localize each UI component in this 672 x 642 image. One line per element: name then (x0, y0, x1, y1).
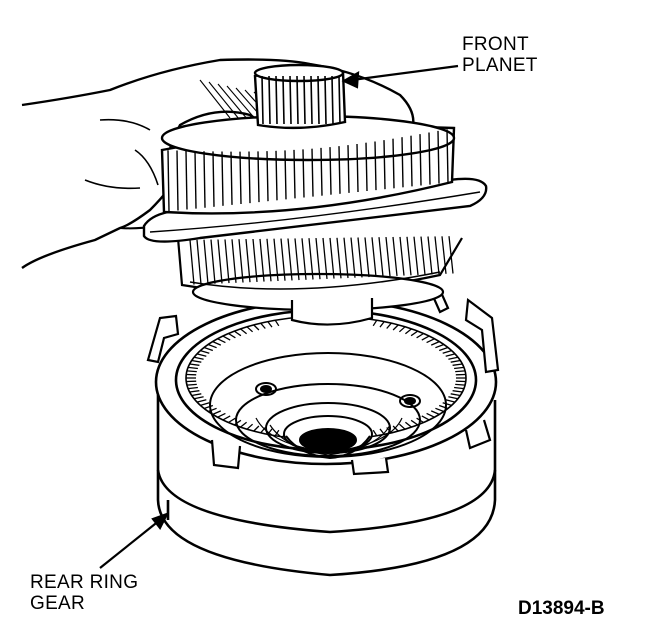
rear-ring-gear-arrowhead (151, 512, 170, 531)
planet-shaft (253, 63, 347, 130)
planet-pinion-cage (176, 237, 463, 326)
rear-ring-gear-label-line2: GEAR (30, 593, 86, 614)
front-planet-label-line2: PLANET (462, 55, 538, 76)
front-planet-leader (351, 64, 459, 82)
shaft-splines (261, 75, 341, 125)
leader-lines (99, 64, 459, 569)
rear-ring-gear-label-line1: REAR RING (30, 572, 139, 593)
rear-ring-gear-leader (99, 519, 161, 569)
front-planet-gear-teeth (167, 129, 449, 212)
rear-ring-gear-label: REAR RING GEAR (30, 572, 138, 614)
planet-pinion-teeth (189, 236, 454, 285)
figure-id: D13894-B (518, 598, 605, 619)
front-planet-arrowhead (341, 71, 360, 89)
ring-gear-hub (209, 352, 447, 460)
front-planet-label-line1: FRONT (462, 34, 529, 55)
front-planet-label: FRONT PLANET (462, 34, 538, 76)
